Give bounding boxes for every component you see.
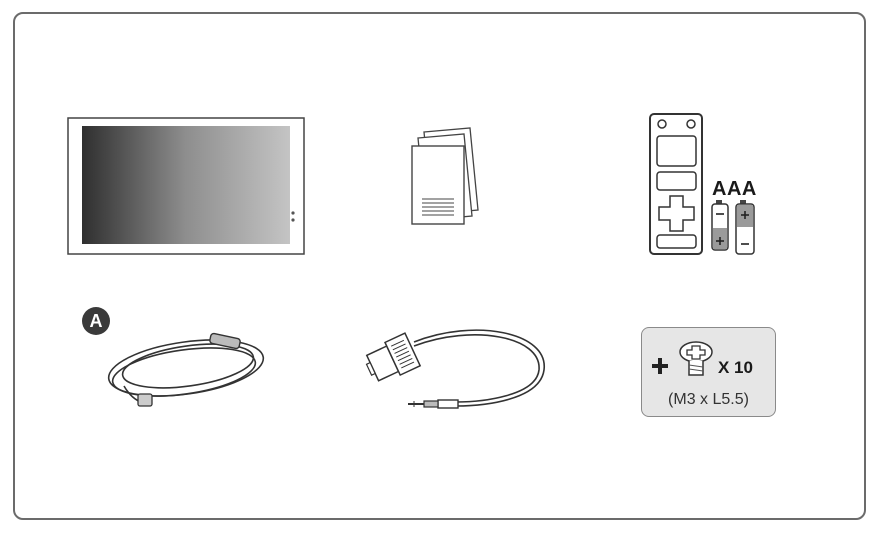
screw-quantity: X 10 bbox=[718, 358, 753, 377]
screw-icon bbox=[648, 338, 718, 386]
monitor-icon bbox=[66, 116, 306, 256]
rs232c-gender-cable-icon bbox=[364, 322, 554, 422]
power-cord-badge: A bbox=[82, 307, 110, 335]
screw-specification: (M3 x L5.5) bbox=[668, 391, 749, 408]
battery-type-label: AAA bbox=[712, 178, 757, 200]
remote-control-icon bbox=[648, 112, 708, 257]
screw-kit-panel bbox=[641, 327, 776, 417]
power-cord-icon bbox=[104, 328, 274, 418]
accessories-frame bbox=[13, 12, 866, 520]
battery-icon bbox=[710, 200, 760, 256]
document-icon bbox=[410, 126, 490, 226]
